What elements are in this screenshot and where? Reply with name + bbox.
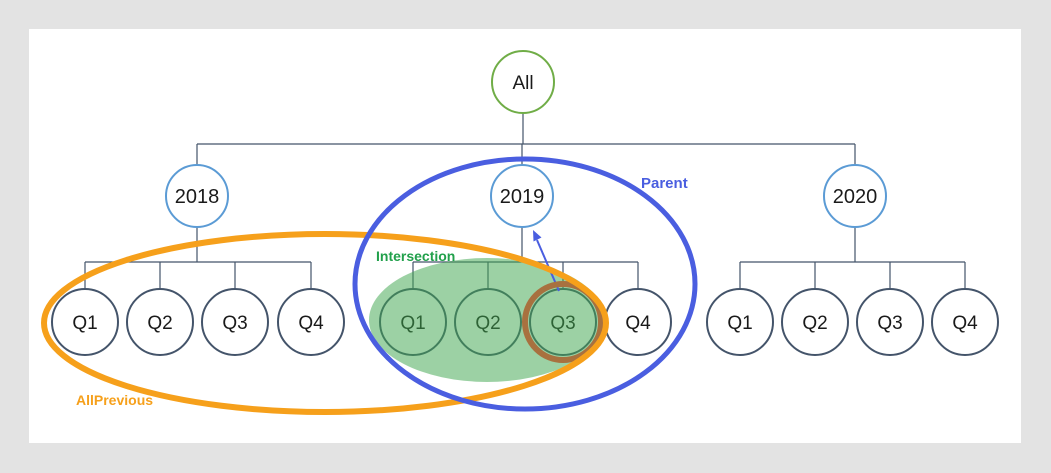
node-all-circle (491, 50, 555, 114)
all-previous-label: AllPrevious (76, 392, 153, 408)
node-2020-q2-circle (781, 288, 849, 356)
node-2018-q2-label: Q2 (147, 313, 172, 334)
node-2020-q4-label: Q4 (952, 313, 978, 334)
node-2018: 2018 (165, 164, 229, 228)
node-2020-label: 2020 (833, 186, 878, 208)
parent-ellipse (352, 156, 698, 412)
parent-label: Parent (641, 175, 688, 192)
node-2020-q3-circle (856, 288, 924, 356)
node-2018-q2-circle (126, 288, 194, 356)
node-2019-q4-label: Q4 (625, 313, 651, 334)
node-2020-q3-label: Q3 (877, 313, 902, 334)
quarters-2018: Q1 Q2 Q3 Q4 (51, 288, 345, 356)
node-2020: 2020 (823, 164, 887, 228)
connector-root-to-years (196, 113, 856, 165)
node-2019-label: 2019 (500, 186, 545, 208)
node-2018-circle (165, 164, 229, 228)
node-2018-q1-circle (51, 288, 119, 356)
node-2018-q3-label: Q3 (222, 313, 247, 334)
highlight-ring-2019-q3 (522, 281, 604, 363)
node-all: All (491, 50, 555, 114)
node-2020-circle (823, 164, 887, 228)
node-2020-q1-label: Q1 (727, 313, 752, 334)
node-2020-q4-circle (931, 288, 999, 356)
quarters-2020: Q1 Q2 Q3 Q4 (706, 288, 999, 356)
node-2018-q3-circle (201, 288, 269, 356)
intersection-label: Intersection (376, 248, 455, 264)
node-2018-q1-label: Q1 (72, 313, 97, 334)
node-2018-label: 2018 (175, 186, 220, 208)
parent-arrow-head-icon (533, 230, 542, 242)
node-2019: 2019 (490, 164, 554, 228)
node-2020-q1-circle (706, 288, 774, 356)
node-2019-circle (490, 164, 554, 228)
node-all-label: All (512, 73, 533, 94)
node-2018-q4-label: Q4 (298, 313, 324, 334)
connector-2020-to-quarters (739, 227, 966, 289)
node-2020-q2-label: Q2 (802, 313, 827, 334)
node-2018-q4-circle (277, 288, 345, 356)
all-previous-ellipse (41, 231, 609, 415)
